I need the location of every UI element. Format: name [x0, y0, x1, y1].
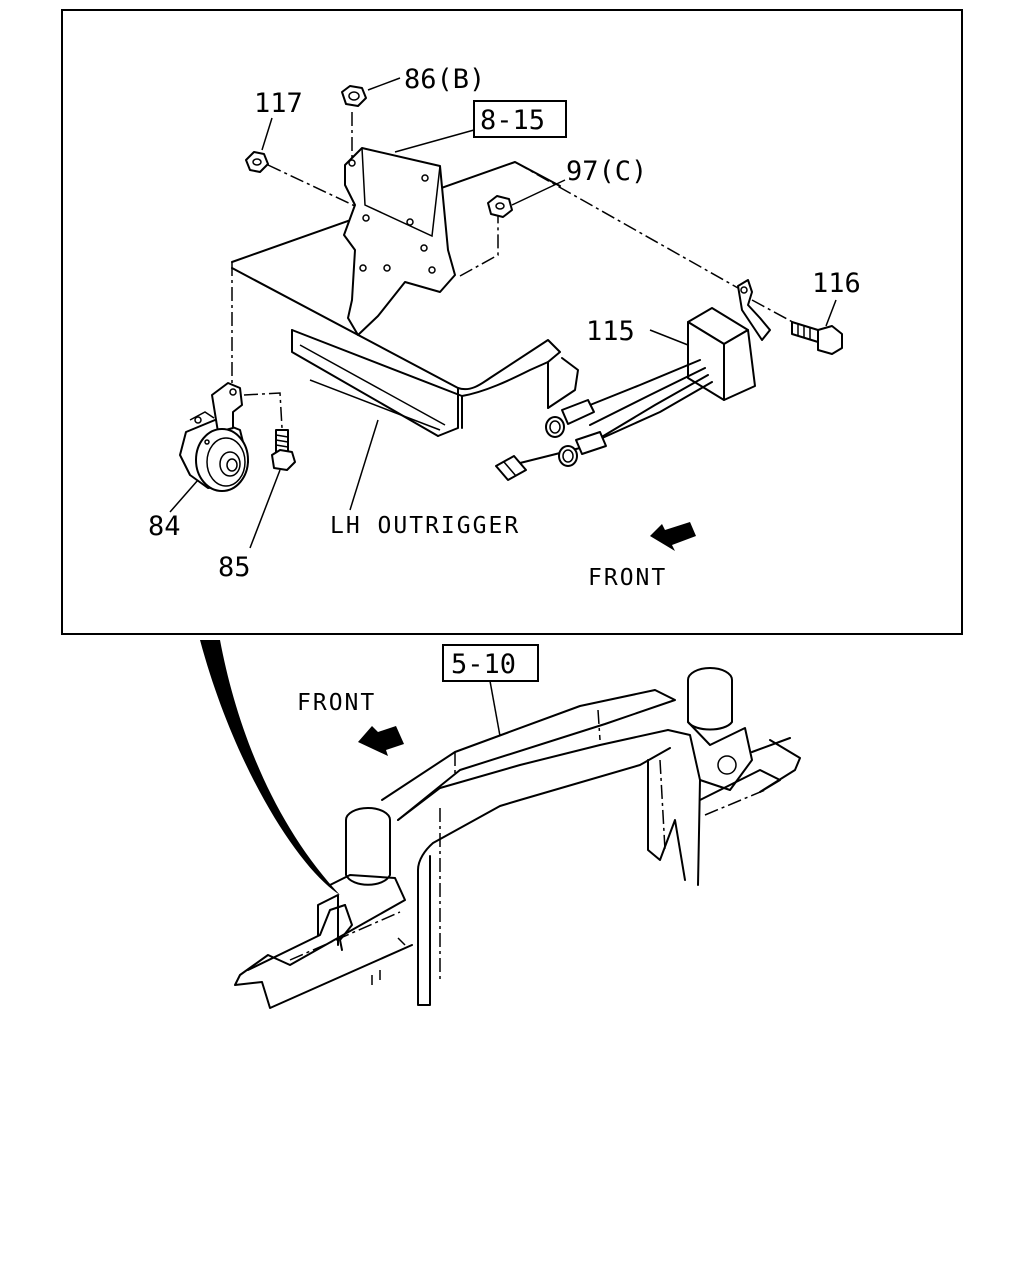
- chassis-frame: [234, 667, 801, 1009]
- lh-outrigger: [231, 161, 579, 450]
- relay-115: [495, 279, 771, 481]
- callout-116: 116: [812, 268, 861, 299]
- connector-c: [495, 455, 527, 481]
- horn-84: [179, 382, 249, 492]
- bolt-85: [271, 429, 296, 471]
- callout-117: 117: [254, 88, 303, 119]
- connector-b: [558, 431, 607, 467]
- callout-97: 97(C): [566, 156, 647, 187]
- mounting-bracket: [343, 147, 456, 336]
- label-front-detail: FRONT: [588, 565, 667, 591]
- ref-box-8-15: [473, 100, 567, 138]
- nut-97: [487, 195, 513, 218]
- nut-117: [245, 151, 269, 173]
- ref-8-15: 8-15: [480, 105, 545, 136]
- nut-86: [341, 85, 367, 107]
- ref-box-5-10: [442, 644, 539, 682]
- ref-5-10: 5-10: [451, 649, 516, 680]
- label-front-frame: FRONT: [297, 690, 376, 716]
- front-arrow-detail: [650, 522, 696, 551]
- bolt-116: [791, 321, 843, 355]
- label-lh-outrigger: LH OUTRIGGER: [330, 513, 520, 539]
- callout-86: 86(B): [404, 64, 485, 95]
- connector-a: [545, 399, 595, 438]
- callout-84: 84: [148, 511, 181, 542]
- callout-85: 85: [218, 552, 251, 583]
- callout-115: 115: [586, 316, 635, 347]
- front-arrow-frame: [358, 726, 404, 756]
- detail-indicator-swoosh: [200, 640, 340, 895]
